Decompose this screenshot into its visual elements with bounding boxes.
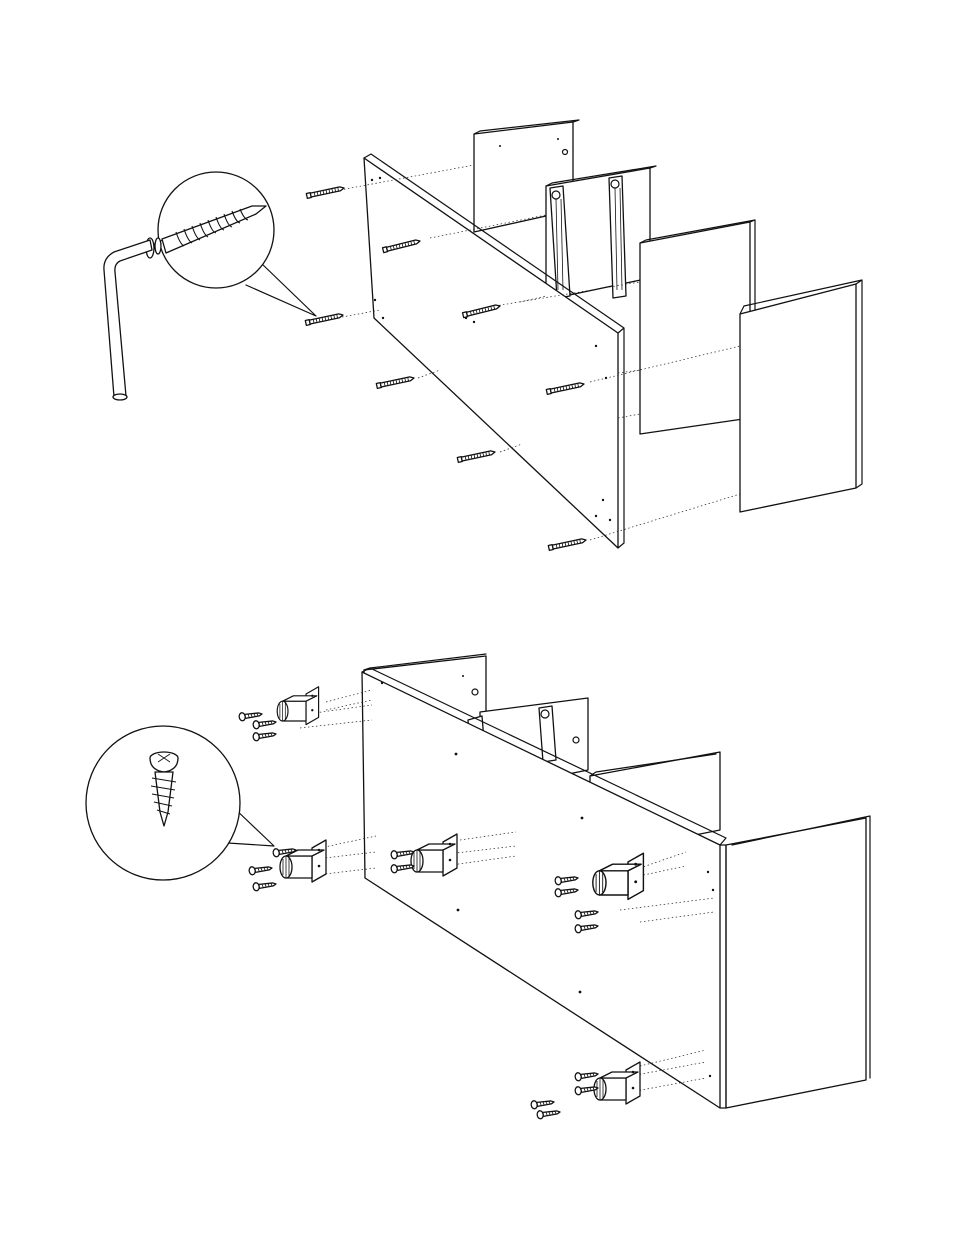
step-2-leg-bracket-assembly	[86, 654, 870, 1119]
divider-panel	[640, 220, 755, 434]
wood-screw-detail-icon	[86, 726, 274, 880]
wood-screw-icon	[249, 864, 273, 875]
wood-screw-icon	[253, 718, 277, 729]
leg-bracket-icon	[594, 1062, 640, 1104]
leg-bracket-icon	[277, 687, 318, 725]
wood-screw-icon	[537, 1108, 561, 1119]
cam-bolt-icon	[376, 376, 414, 389]
cam-bolt-detail-icon	[146, 172, 316, 316]
wood-screw-icon	[253, 730, 277, 741]
step-1-cam-bolt-assembly	[104, 120, 862, 550]
cam-bolt-icon	[305, 313, 343, 326]
cam-bolt-icon	[548, 538, 586, 551]
end-panel	[740, 280, 862, 512]
wood-screw-icon	[239, 710, 263, 721]
wood-screw-icon	[575, 1070, 599, 1081]
screw-head	[150, 752, 178, 772]
leg-bracket-icon	[280, 840, 326, 882]
cam-bolt-icon	[306, 186, 344, 199]
allen-key-icon	[104, 240, 152, 400]
wood-screw-icon	[531, 1098, 555, 1109]
end-panel	[720, 816, 870, 1108]
cam-bolt-icon	[457, 450, 495, 463]
wood-screw-icon	[253, 880, 277, 891]
